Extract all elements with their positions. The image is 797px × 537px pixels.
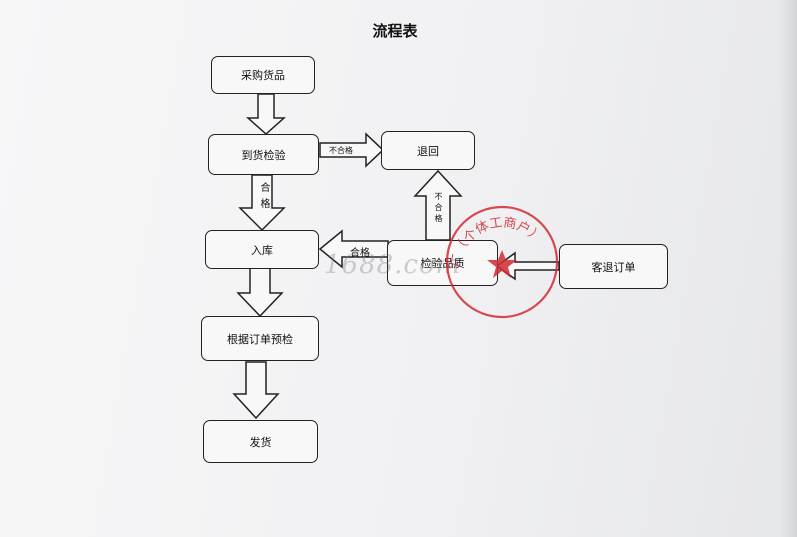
- node-arrival-inspection-label: 到货检验: [241, 148, 286, 162]
- node-quality-inspection-label: 检验品质: [420, 257, 465, 270]
- arrow-quality-to-return: [413, 169, 463, 241]
- node-warehouse: 入库: [205, 230, 319, 269]
- diagram-title: 流程表: [372, 22, 418, 40]
- paper-edge: [778, 0, 797, 537]
- arrow-inspection-to-warehouse: [238, 174, 286, 232]
- arrow-inspection-to-return: [319, 132, 385, 168]
- arrow-purchase-to-inspection: [246, 93, 286, 136]
- node-warehouse-label: 入库: [251, 243, 273, 257]
- watermark-1688: 1688.com: [324, 250, 462, 280]
- node-purchase: 采购货品: [211, 56, 315, 94]
- node-customer-return: 客退订单: [559, 244, 668, 289]
- edge-label-pass-to-warehouse: 合格: [258, 182, 269, 214]
- edge-label-pass-left: 合格: [350, 248, 370, 259]
- arrow-quality-to-warehouse: [318, 229, 389, 269]
- node-quality-inspection: 检验品质: [387, 240, 498, 286]
- node-shipping-label: 发货: [249, 435, 272, 449]
- arrow-warehouse-to-preinspection: [236, 267, 284, 318]
- node-return-label: 退回: [417, 144, 439, 158]
- edge-label-fail-to-return: 不合格: [329, 146, 353, 155]
- seal-star-icon: [487, 250, 517, 278]
- node-shipping: 发货: [203, 420, 318, 463]
- node-customer-return-label: 客退订单: [591, 260, 636, 274]
- node-return: 退回: [381, 131, 475, 170]
- node-pre-inspection: 根据订单预检: [201, 316, 319, 361]
- arrow-preinspection-to-shipping: [232, 361, 280, 420]
- red-seal-stamp: 厂（个体工商户）: [445, 205, 559, 319]
- node-pre-inspection-label: 根据订单预检: [227, 332, 293, 346]
- node-arrival-inspection: 到货检验: [208, 134, 319, 175]
- edge-label-fail-up: 不合格: [434, 192, 443, 225]
- node-purchase-label: 采购货品: [241, 69, 285, 82]
